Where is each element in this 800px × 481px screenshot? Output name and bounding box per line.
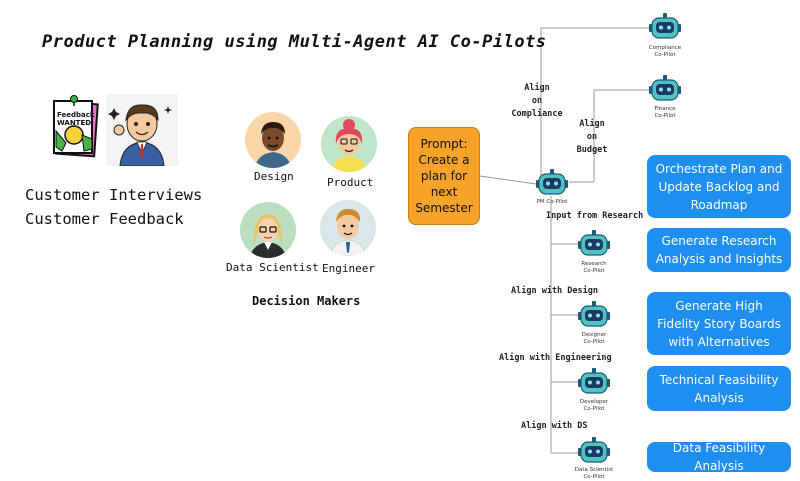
feedback-card-line1: Feedback (57, 111, 95, 119)
research-bot-line2: Co-Pilot (583, 268, 605, 274)
decision-makers-label: Decision Makers (252, 294, 361, 308)
developer-robot-icon (578, 367, 610, 397)
align-budget-label: Align on Budget (566, 118, 618, 157)
engineer-label: Engineer (322, 262, 375, 275)
data-scientist-avatar (240, 202, 296, 258)
feedback-poster-icon: Feedback WANTED (52, 95, 100, 159)
compliance-bot-label: Compliance Co-Pilot (635, 45, 695, 59)
design-avatar (245, 112, 301, 168)
output-research-analysis: Generate Research Analysis and Insights (647, 228, 791, 272)
output-technical-text: Technical Feasibility Analysis (659, 372, 779, 405)
developer-bot-line1: Developer (579, 399, 609, 405)
align-budget-line1: Align (579, 119, 605, 129)
align-budget-line3: Budget (576, 145, 608, 155)
product-avatar (321, 116, 377, 172)
product-label: Product (327, 176, 374, 189)
developer-bot-line2: Co-Pilot (583, 406, 605, 412)
output-orchestrate-plan: Orchestrate Plan and Update Backlog and … (647, 155, 791, 218)
output-story-boards-text: Generate High Fidelity Story Boards with… (657, 298, 781, 349)
designer-bot-line2: Co-Pilot (583, 339, 605, 345)
pm-robot-icon (536, 168, 568, 198)
align-compliance-line3: Compliance (511, 109, 563, 119)
output-data-text: Data Feasibility Analysis (672, 441, 766, 473)
page-title: Product Planning using Multi-Agent AI Co… (42, 32, 547, 52)
research-robot-icon (578, 229, 610, 259)
finance-bot-line1: Finance (654, 106, 676, 112)
output-story-boards: Generate High Fidelity Story Boards with… (647, 292, 791, 355)
research-bot-line1: Research (581, 261, 607, 267)
compliance-robot-icon (649, 12, 681, 42)
designer-bot-label: Designer Co-Pilot (564, 332, 624, 346)
finance-bot-label: Finance Co-Pilot (635, 106, 695, 120)
prompt-box: Prompt: Create a plan for next Semester (408, 127, 480, 225)
input-research-label: Input from Research (546, 211, 644, 221)
engineer-avatar (320, 200, 376, 256)
feedback-card-line2: WANTED (57, 119, 92, 127)
finance-robot-icon (649, 74, 681, 104)
align-ds-label: Align with DS (521, 421, 588, 431)
customer-interviews-text: Customer Interviews (25, 186, 203, 204)
ds-robot-icon (578, 436, 610, 466)
output-technical-feasibility: Technical Feasibility Analysis (647, 366, 791, 411)
ds-bot-label: Data Scientist Co-Pilot (564, 467, 624, 481)
align-compliance-line2: on (531, 96, 543, 106)
align-budget-line2: on (586, 132, 598, 142)
output-data-feasibility: Data Feasibility Analysis (647, 441, 791, 473)
connector-prompt-pm (479, 175, 537, 185)
designer-robot-icon (578, 300, 610, 330)
output-research-text: Generate Research Analysis and Insights (655, 234, 783, 266)
compliance-bot-line1: Compliance (648, 45, 682, 51)
finance-bot-line2: Co-Pilot (654, 113, 676, 119)
output-orchestrate-text: Orchestrate Plan and Update Backlog and … (655, 161, 783, 212)
designer-bot-line1: Designer (581, 332, 607, 338)
ds-bot-line1: Data Scientist (574, 467, 614, 473)
customer-feedback-text: Customer Feedback (25, 210, 184, 228)
pm-bot-line1: PM Co-Pilot (536, 199, 568, 205)
data-scientist-label: Data Scientist (226, 261, 319, 274)
align-compliance-line1: Align (524, 83, 550, 93)
design-label: Design (254, 170, 294, 183)
customer-character-icon (106, 94, 178, 167)
ds-bot-line2: Co-Pilot (583, 474, 605, 480)
pm-bot-label: PM Co-Pilot (522, 199, 582, 206)
align-engineering-label: Align with Engineering (499, 353, 612, 363)
developer-bot-label: Developer Co-Pilot (564, 399, 624, 413)
compliance-bot-line2: Co-Pilot (654, 52, 676, 58)
align-compliance-label: Align on Compliance (511, 82, 563, 121)
prompt-text: Prompt: Create a plan for next Semester (415, 137, 473, 215)
align-design-label: Align with Design (511, 286, 598, 296)
research-bot-label: Research Co-Pilot (564, 261, 624, 275)
